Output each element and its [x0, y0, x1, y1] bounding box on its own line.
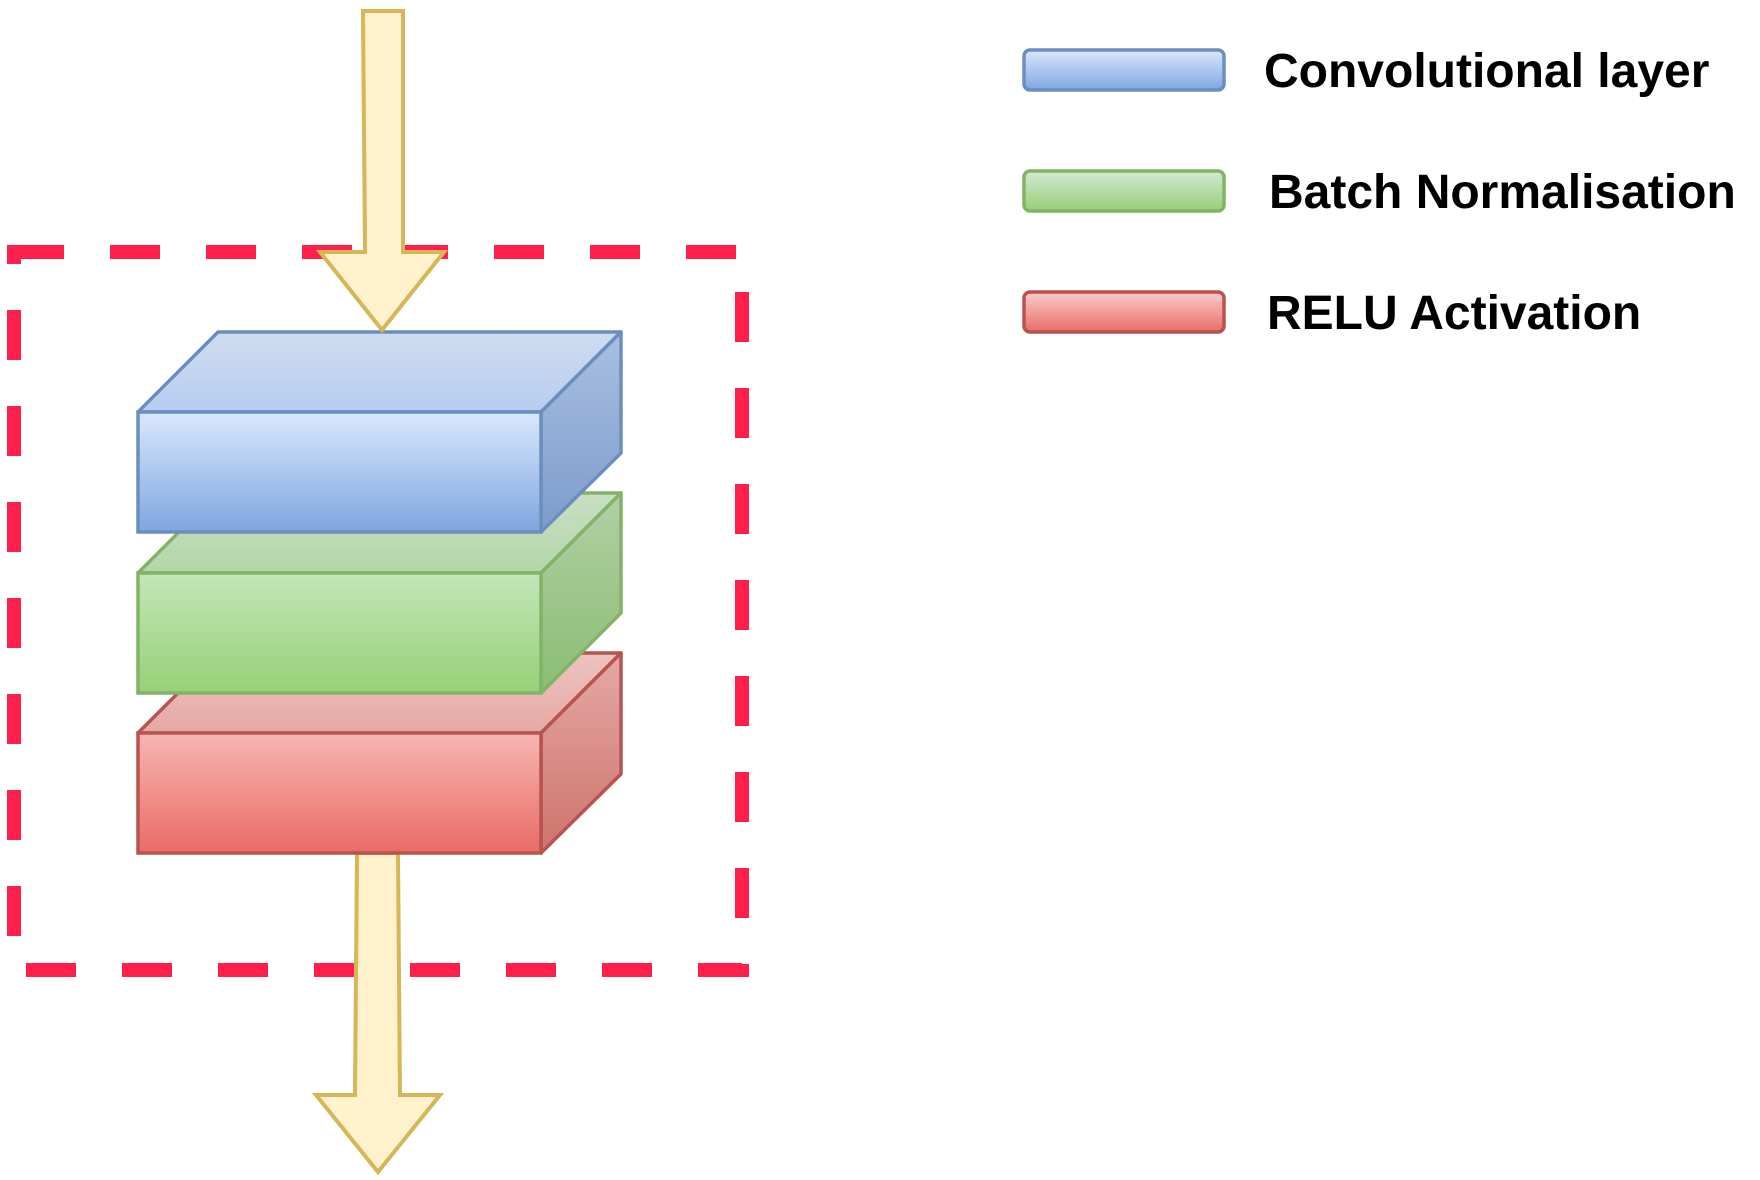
legend-label-convolutional-layer: Convolutional layer: [1264, 45, 1709, 98]
legend: Convolutional layer Batch Normalisation …: [1022, 45, 1736, 340]
relu-block-front-face: [136, 731, 543, 855]
legend-item-relu-activation: RELU Activation: [1022, 287, 1641, 340]
convolutional-layer-block: [136, 330, 623, 534]
legend-label-relu-activation: RELU Activation: [1267, 287, 1641, 340]
conv-block-top-face: [136, 330, 623, 414]
legend-swatch-blue: [1022, 48, 1226, 92]
legend-swatch-green: [1022, 169, 1226, 213]
legend-item-convolutional-layer: Convolutional layer: [1022, 45, 1709, 98]
block-boundary: [7, 245, 749, 977]
conv-block-front-face: [136, 410, 543, 534]
batchnorm-block-front-face: [136, 571, 543, 695]
legend-swatch-red: [1022, 290, 1226, 334]
input-arrow: [315, 9, 449, 334]
legend-item-batch-normalisation: Batch Normalisation: [1022, 166, 1736, 219]
legend-label-batch-normalisation: Batch Normalisation: [1269, 166, 1736, 219]
output-arrow: [311, 851, 445, 1176]
